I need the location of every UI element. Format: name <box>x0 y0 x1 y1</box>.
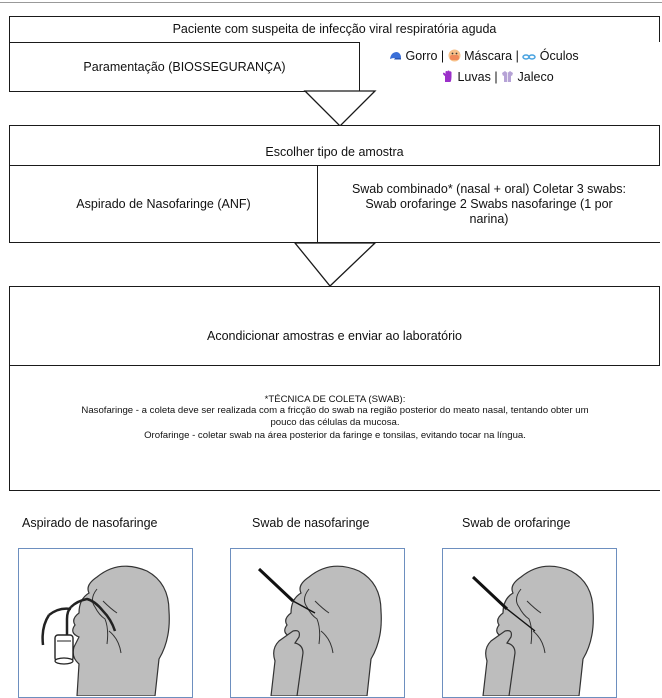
technique-title: *TÉCNICA DE COLETA (SWAB): <box>264 394 406 405</box>
gloves-label: Luvas <box>457 70 491 84</box>
patient-suspect-label: Paciente com suspeita de infecção viral … <box>172 22 497 36</box>
swab-option-box: Swab combinado* (nasal + oral) Coletar 3… <box>317 165 660 243</box>
ppe-items-box <box>359 42 660 92</box>
caption-nasal-swab: Swab de nasofaringe <box>252 516 370 530</box>
coat-icon <box>501 70 514 87</box>
goggles-icon <box>522 51 537 66</box>
caption-aspirate: Aspirado de nasofaringe <box>22 516 158 530</box>
ppe-items-line1: Gorro | Máscara | Óculos <box>389 49 579 66</box>
sample-type-box: Escolher tipo de amostra <box>9 125 660 166</box>
collection-technique-box: *TÉCNICA DE COLETA (SWAB): Nasofaringe -… <box>9 365 660 491</box>
sample-type-title: Escolher tipo de amostra <box>265 145 404 159</box>
caption-oral-swab: Swab de orofaringe <box>462 516 571 530</box>
oral-swab-illustration-frame <box>442 548 617 698</box>
ship-samples-label: Acondicionar amostras e enviar ao labora… <box>207 328 462 343</box>
separator: | <box>515 49 519 63</box>
ppe-items-line2: Luvas | Jaleco <box>442 70 554 87</box>
technique-naso-line1: Nasofaringe - a coleta deve ser realizad… <box>81 405 589 417</box>
technique-oro: Orofaringe - coletar swab na área poster… <box>144 430 526 442</box>
swab-option-line3: narina) <box>469 211 509 226</box>
nasal-swab-illustration-icon <box>257 565 382 697</box>
ship-samples-box: Acondicionar amostras e enviar ao labora… <box>9 286 660 366</box>
mask-label: Máscara <box>464 49 513 63</box>
separator: | <box>494 70 498 84</box>
oral-swab-illustration-icon <box>471 565 594 697</box>
coat-label: Jaleco <box>517 70 554 84</box>
patient-suspect-box: Paciente com suspeita de infecção viral … <box>9 16 660 43</box>
top-rule <box>0 2 662 3</box>
down-arrow-icon <box>303 90 377 127</box>
gloves-icon <box>442 70 454 87</box>
cap-label: Gorro <box>405 49 438 63</box>
anf-option-label: Aspirado de Nasofaringe (ANF) <box>76 196 251 211</box>
ppe-label: Paramentação (BIOSSEGURANÇA) <box>83 59 286 74</box>
technique-naso-line2: pouco das células da mucosa. <box>270 416 400 428</box>
cap-icon <box>389 50 402 66</box>
separator: | <box>440 49 445 63</box>
goggles-label: Óculos <box>539 49 579 63</box>
ppe-label-box: Paramentação (BIOSSEGURANÇA) <box>9 42 360 92</box>
swab-option-line2: Swab orofaringe 2 Swabs nasofaringe (1 p… <box>365 196 613 211</box>
anf-option-box: Aspirado de Nasofaringe (ANF) <box>9 165 318 243</box>
aspirate-illustration-icon <box>41 565 170 697</box>
swab-option-line1: Swab combinado* (nasal + oral) Coletar 3… <box>351 181 627 196</box>
mask-icon <box>448 49 461 66</box>
down-arrow-icon <box>293 242 377 287</box>
aspirate-illustration-frame <box>18 548 193 698</box>
nasal-swab-illustration-frame <box>230 548 405 698</box>
